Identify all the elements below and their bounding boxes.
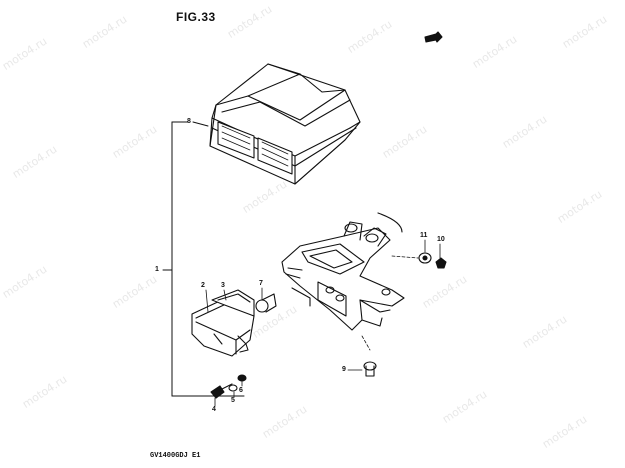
callout-10: 10 (437, 236, 445, 243)
callout-4: 4 (212, 406, 216, 413)
callout-2: 2 (201, 282, 205, 289)
figure-code: GV1400GDJ E1 (150, 452, 201, 460)
callout-1: 1 (155, 266, 159, 273)
callout-leaders (205, 239, 441, 407)
assembly-bracket-line (162, 121, 245, 397)
figure-title: FIG.33 (176, 10, 216, 24)
lock-washer-part (237, 374, 247, 382)
license-lamp-bulb (255, 293, 277, 313)
nut-part (435, 257, 447, 269)
bolt-part (363, 361, 377, 377)
front-arrow-icon (424, 31, 443, 43)
callout-9: 9 (342, 366, 346, 373)
lamp-wire (377, 212, 403, 233)
license-bracket (281, 221, 405, 331)
screw-part (210, 383, 233, 399)
callout-7: 7 (259, 280, 263, 287)
callout-5: 5 (231, 397, 235, 404)
callout-3: 3 (221, 282, 225, 289)
callout-8: 8 (187, 118, 191, 125)
callout-6: 6 (239, 387, 243, 394)
license-lamp-body (191, 299, 255, 357)
washer-nut-part (418, 252, 432, 264)
callout-11: 11 (420, 232, 428, 239)
license-lamp-lens (211, 289, 255, 317)
rear-lamp-housing (209, 63, 361, 185)
washer-part (228, 384, 238, 392)
